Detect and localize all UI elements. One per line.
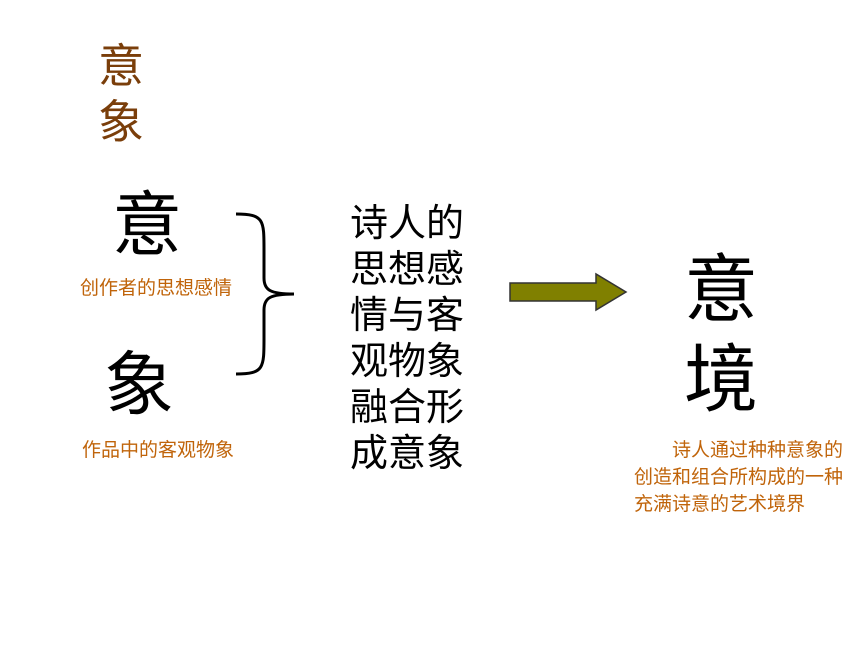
xiang-character: 象: [104, 344, 174, 426]
result-term: 意境: [684, 247, 758, 423]
right-arrow-icon: [509, 272, 628, 312]
yi-character: 意: [112, 184, 182, 266]
xiang-note: 作品中的客观物象: [82, 439, 235, 461]
fusion-description: 诗人的思想感情与客观物象融合形成意象: [350, 201, 465, 475]
yi-note: 创作者的思想感情: [80, 277, 233, 299]
result-description: 诗人通过种种意象的创造和组合所构成的一种充满诗意的艺术境界: [634, 439, 844, 515]
page-title: 意象: [98, 39, 144, 149]
right-curly-brace-icon: [235, 212, 295, 376]
